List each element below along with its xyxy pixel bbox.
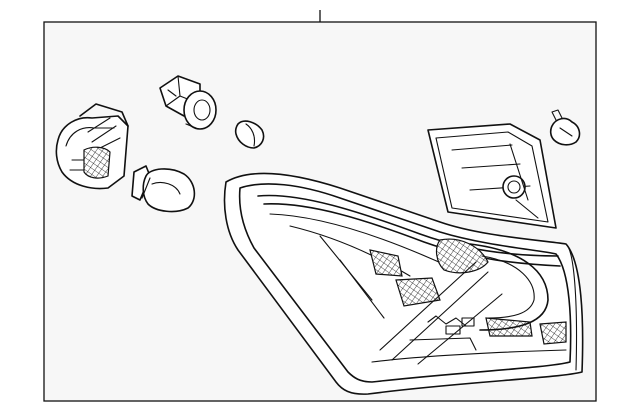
wedge-bulb — [131, 165, 196, 213]
tail-lamp-assembly — [223, 123, 584, 395]
push-pin-fastener — [549, 109, 581, 146]
socket-connector — [159, 75, 217, 130]
bulb-socket — [55, 103, 129, 190]
retainer-clip — [234, 120, 265, 149]
